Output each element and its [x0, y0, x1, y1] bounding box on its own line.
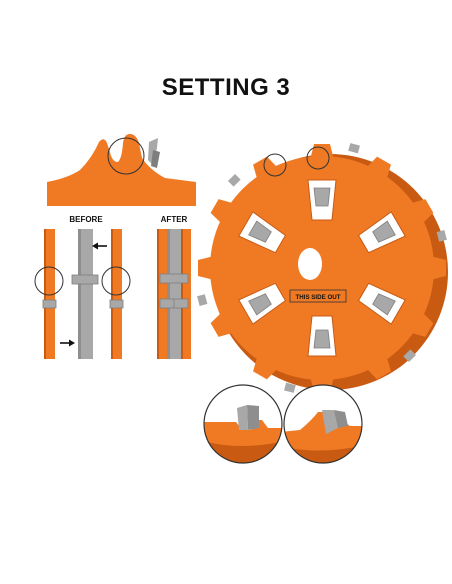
detail-circle-wheel-right — [306, 146, 330, 170]
before-label: BEFORE — [69, 215, 103, 224]
detail-circle-profile — [107, 137, 145, 175]
side-label-text: THIS SIDE OUT — [295, 294, 340, 301]
blade-profile — [47, 134, 196, 206]
after-diagram — [157, 229, 191, 359]
detail-zoom-left — [203, 384, 283, 464]
side-label-box — [289, 289, 347, 303]
after-label: AFTER — [161, 215, 188, 224]
detail-circle-before-left — [34, 266, 64, 296]
arrow-right-icon — [60, 339, 75, 347]
detail-zoom-right — [283, 384, 363, 464]
arrow-left-icon — [92, 242, 107, 250]
page-title: SETTING 3 — [161, 74, 291, 101]
arbor-hole — [298, 248, 322, 280]
cutter-wheel: THIS SIDE OUT — [197, 143, 448, 393]
detail-circle-wheel-left — [263, 153, 287, 177]
detail-circle-before-right — [101, 266, 131, 296]
